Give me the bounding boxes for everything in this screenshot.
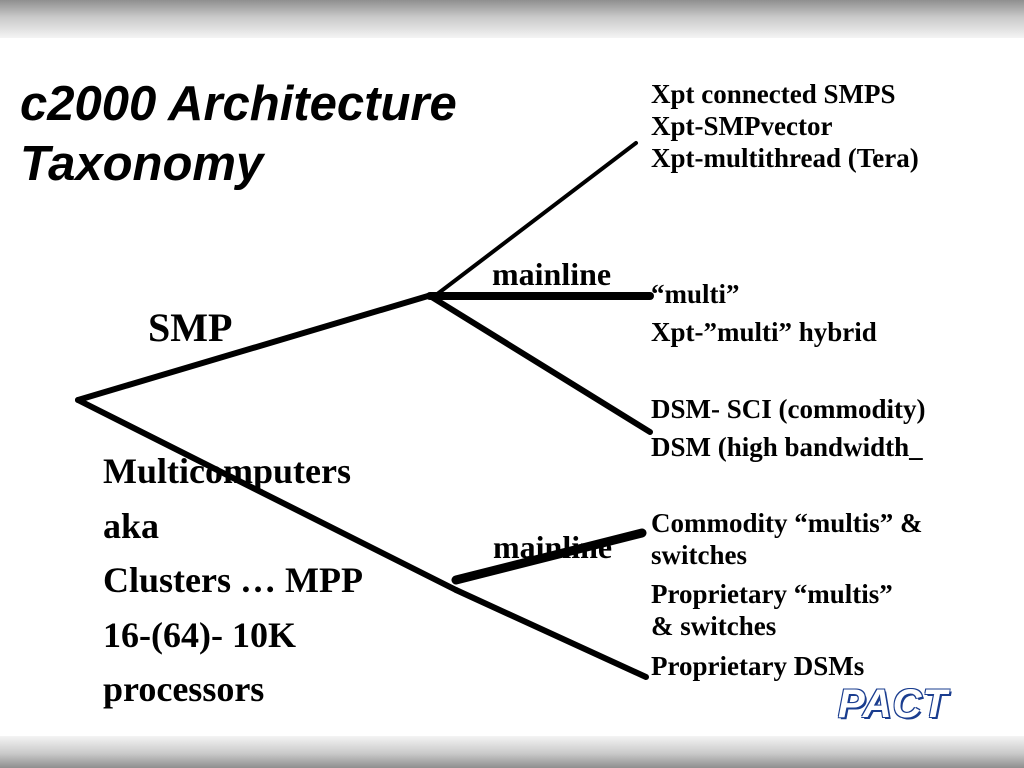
leaf-xpt-multi-hybrid: Xpt-”multi” hybrid	[651, 317, 877, 347]
branch-root-to-multicomputers	[75, 397, 459, 593]
mainline-label-upper: mainline	[492, 256, 612, 292]
multicomputers-line-5: processors	[103, 669, 265, 709]
slide-title: c2000 Architecture Taxonomy	[20, 74, 457, 194]
leaf-commodity-multis-line-1: Commodity “multis” &	[651, 508, 923, 538]
bottom-gradient-band	[0, 736, 1024, 768]
multicomputers-line-3: Clusters … MPP	[103, 560, 363, 600]
leaf-xpt-connected-smps: Xpt connected SMPS	[651, 79, 896, 109]
leaf-group-dsm: DSM- SCI (commodity) DSM (high bandwidth…	[651, 390, 925, 466]
multicomputers-label: Multicomputers aka Clusters … MPP 16-(64…	[103, 444, 363, 717]
branch-multicomputers-to-proprietary	[453, 587, 649, 680]
branch-multicomputers-mainline	[451, 528, 647, 585]
top-gradient-band	[0, 0, 1024, 38]
leaf-proprietary-multis-line-1: Proprietary “multis”	[651, 579, 893, 609]
branch-smp-to-dsm	[427, 293, 653, 435]
multicomputers-line-2: aka	[103, 505, 160, 546]
leaf-dsm-high-bandwidth: DSM (high bandwidth_	[651, 432, 923, 462]
leaf-proprietary-dsms: Proprietary DSMs	[651, 651, 865, 681]
branch-root-to-smp	[75, 293, 431, 403]
leaf-group-commodity-multis: Commodity “multis” & switches	[651, 507, 923, 571]
pact-logo: PACT	[838, 682, 948, 726]
mainline-label-lower: mainline	[493, 529, 613, 565]
slide-title-line-1: c2000 Architecture	[20, 77, 457, 131]
leaf-dsm-sci: DSM- SCI (commodity)	[651, 394, 926, 424]
leaf-group-proprietary-dsms: Proprietary DSMs	[651, 650, 864, 682]
leaf-commodity-multis-line-2: switches	[651, 540, 747, 570]
multicomputers-line-1: Multicomputers	[103, 451, 351, 491]
leaf-group-proprietary-multis: Proprietary “multis” & switches	[651, 578, 893, 642]
leaf-group-multi: “multi” Xpt-”multi” hybrid	[651, 275, 877, 351]
leaf-xpt-smpvector: Xpt-SMPvector	[651, 111, 833, 141]
slide-title-line-2: Taxonomy	[20, 137, 264, 191]
multicomputers-line-4: 16-(64)- 10K	[103, 614, 296, 655]
branch-smp-to-xpt	[434, 141, 638, 297]
leaf-group-xpt: Xpt connected SMPS Xpt-SMPvector Xpt-mul…	[651, 78, 919, 174]
leaf-multi: “multi”	[651, 279, 740, 309]
smp-label: SMP	[148, 305, 233, 350]
leaf-xpt-multithread: Xpt-multithread (Tera)	[651, 143, 919, 173]
leaf-proprietary-multis-line-2: & switches	[651, 611, 777, 641]
